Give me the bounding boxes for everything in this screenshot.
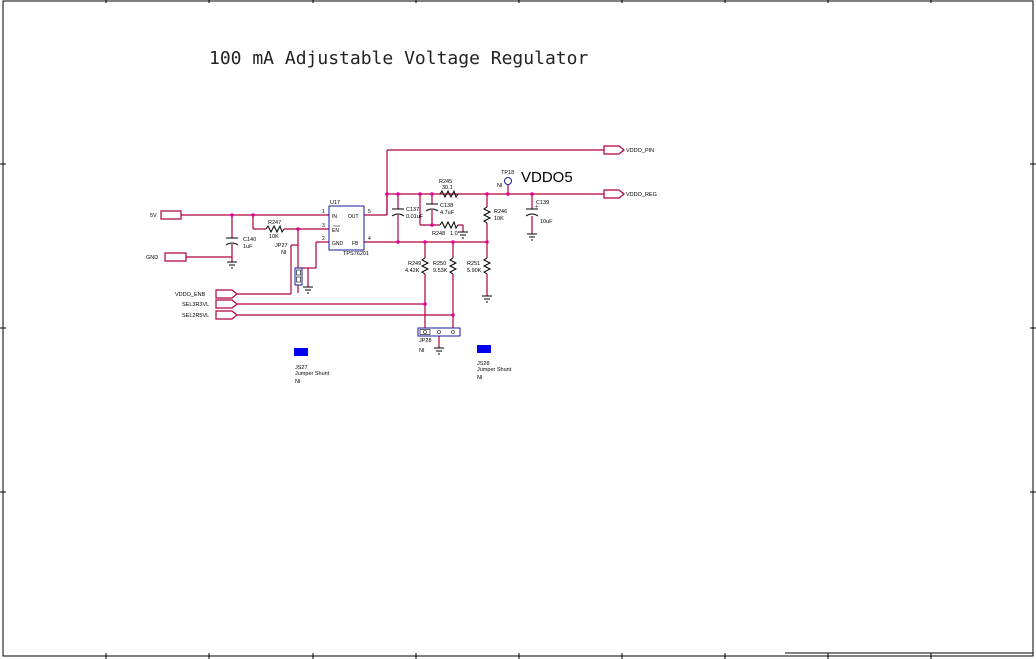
port-vddo-pin: VDDO_PIN	[603, 145, 654, 155]
u17-pin-fb: FB	[352, 241, 359, 247]
r250-ref: R250	[433, 261, 446, 267]
c139-value: 10uF	[540, 219, 553, 225]
jumper-shunt-js27: JS27 Jumper Shunt NI	[294, 348, 330, 385]
jp27-ref: JP27	[275, 243, 288, 249]
u17-part: TPS76201	[343, 251, 369, 257]
port-vddo-pin-label: VDDO_PIN	[626, 148, 654, 154]
r248-value: 1.0	[450, 231, 458, 237]
u17-pin-en: EN	[332, 228, 339, 234]
capacitor-c140: C140 1uF	[225, 237, 256, 250]
c138-ref: C138	[440, 203, 453, 209]
ground-r248	[458, 231, 468, 239]
schematic-title: 100 mA Adjustable Voltage Regulator	[209, 48, 589, 69]
c137-ref: C137	[406, 207, 419, 213]
u17-pin-2: 2	[322, 236, 325, 242]
resistor-r251: R251 5.90K	[467, 257, 492, 275]
tp18-ref: TP18	[501, 170, 514, 176]
r245-ref: R245	[439, 179, 452, 185]
r249-ref: R249	[408, 261, 421, 267]
r251-value: 5.90K	[467, 268, 482, 274]
ground-jp28	[434, 347, 444, 355]
capacitor-c138: C138 4.7uF	[425, 203, 455, 216]
js27-ref: JS27	[295, 365, 308, 371]
wires	[181, 149, 604, 348]
svg-text:+: +	[535, 204, 538, 210]
r246-value: 10K	[494, 216, 504, 222]
jumper-jp27: JP27 NI	[275, 243, 303, 286]
resistor-r247: R247 10K	[265, 220, 285, 240]
c139-ref: C139	[536, 200, 549, 206]
port-vddo-enb-label: VDDO_ENB	[175, 292, 206, 298]
js27-value: NI	[295, 379, 301, 385]
r247-value: 10K	[269, 234, 279, 240]
resistor-r245: R245 30.1	[439, 179, 459, 199]
capacitor-c137: C137 0.01uF	[391, 207, 424, 220]
u17-regulator: U17 TPS76201 IN EN GND OUT FB 1 3 2 5 4	[322, 200, 371, 257]
u17-pin-4: 4	[368, 236, 371, 242]
jp28-ref: JP28	[419, 338, 432, 344]
port-vddo-reg: VDDO_REG	[603, 189, 657, 199]
c140-value: 1uF	[243, 244, 253, 250]
js28-ref: JS28	[477, 361, 490, 367]
port-vddo-reg-label: VDDO_REG	[626, 192, 657, 198]
resistor-r246: R246 10K	[482, 206, 507, 224]
tp18-value: NI	[497, 183, 503, 189]
vddo5-label: VDDO5	[521, 169, 573, 186]
ground-c139	[527, 233, 537, 241]
jp27-value: NI	[281, 250, 287, 256]
r250-value: 9.53K	[433, 268, 448, 274]
u17-pin-gnd: GND	[332, 241, 344, 247]
port-sel3r3vl: SEL3R3VL	[182, 299, 238, 309]
port-vddo-enb: VDDO_ENB	[175, 289, 238, 299]
port-5v: 5V	[150, 210, 182, 220]
c137-value: 0.01uF	[406, 214, 424, 220]
r245-value: 30.1	[442, 185, 453, 191]
testpoint-tp18: TP18 NI	[497, 170, 514, 189]
r249-value: 4.42K	[405, 268, 420, 274]
resistor-r248: R248 1.0	[432, 220, 459, 237]
jumper-shunt-js28: JS28 Jumper Shunt NI	[477, 345, 512, 381]
c140-ref: C140	[243, 237, 256, 243]
resistor-r250: R250 9.53K	[433, 257, 458, 275]
ground-jp27	[303, 286, 313, 294]
jp28-value: NI	[419, 348, 425, 354]
u17-pin-in: IN	[332, 214, 337, 220]
r251-ref: R251	[467, 261, 480, 267]
port-sel3r3vl-label: SEL3R3VL	[182, 302, 209, 308]
c138-value: 4.7uF	[440, 210, 455, 216]
u17-ref: U17	[330, 200, 340, 206]
r247-ref: R247	[268, 220, 281, 226]
u17-pin-out: OUT	[348, 214, 359, 220]
js28-value: NI	[477, 375, 483, 381]
u17-pin-1: 1	[322, 209, 325, 215]
ground-r251	[482, 295, 492, 303]
port-gnd-label: GND	[146, 255, 158, 261]
port-sel2r5vl-label: SEL2R5VL	[182, 313, 209, 319]
r248-ref: R248	[432, 231, 445, 237]
junctions	[230, 192, 534, 317]
jumper-jp28: JP28 NI	[417, 327, 461, 354]
js28-desc: Jumper Shunt	[477, 367, 512, 373]
r246-ref: R246	[494, 209, 507, 215]
resistor-r249: R249 4.42K	[405, 257, 430, 275]
capacitor-c139: + C139 10uF	[525, 200, 553, 225]
port-gnd: GND	[146, 252, 187, 262]
u17-pin-5: 5	[368, 209, 371, 215]
js27-desc: Jumper Shunt	[295, 371, 330, 377]
port-sel2r5vl: SEL2R5VL	[182, 310, 238, 320]
u17-pin-3: 3	[322, 223, 325, 229]
ground-c140	[227, 261, 237, 269]
port-5v-label: 5V	[150, 213, 157, 219]
